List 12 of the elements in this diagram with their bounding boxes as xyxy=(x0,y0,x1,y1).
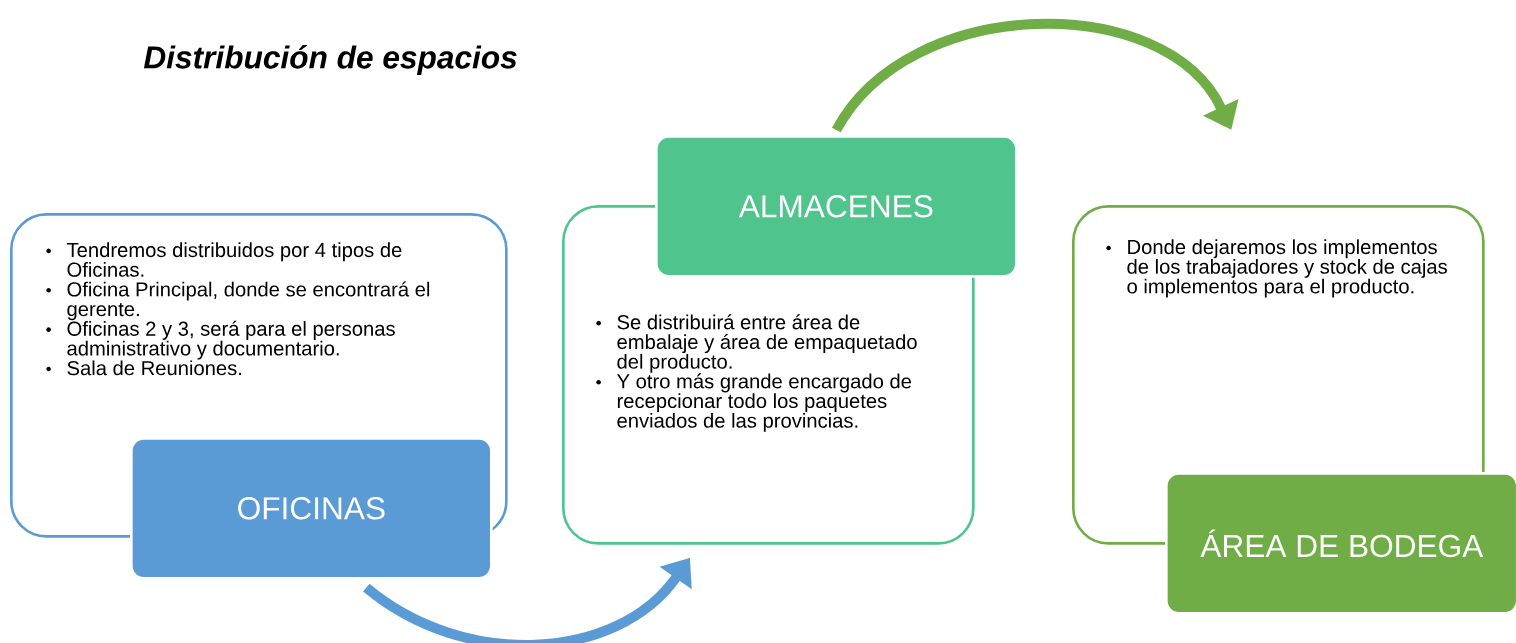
bullet-item: Tendremos distribuidos por 4 tipos de Oficinas. xyxy=(46,242,402,277)
heading-box: ALMACENES xyxy=(655,135,1018,278)
page-title: Distribución de espacios xyxy=(143,45,517,75)
bullet-item: Oficinas 2 y 3, será para el personas administrativo y documentario. xyxy=(46,320,395,360)
curved-arrow xyxy=(832,19,1239,133)
heading-box: OFICINAS xyxy=(130,437,493,580)
bullet-item: Se distribuirá entre área de embalaje y área de empaquetado del producto. xyxy=(596,314,917,373)
bullet-item: Donde dejaremos los implementos de los trabajadores y stock de cajas o implementos para el producto. xyxy=(1106,239,1447,298)
bullet-item: Oficina Principal, donde se encontrará el gerente. xyxy=(46,281,430,321)
bullet-item: Y otro más grande encargado de recepcionar todo los paquetes enviados de las provincias. xyxy=(596,373,912,432)
bullet-item: Sala de Reuniones. xyxy=(46,360,242,376)
heading-box: ÁREA DE BODEGA xyxy=(1165,472,1516,615)
